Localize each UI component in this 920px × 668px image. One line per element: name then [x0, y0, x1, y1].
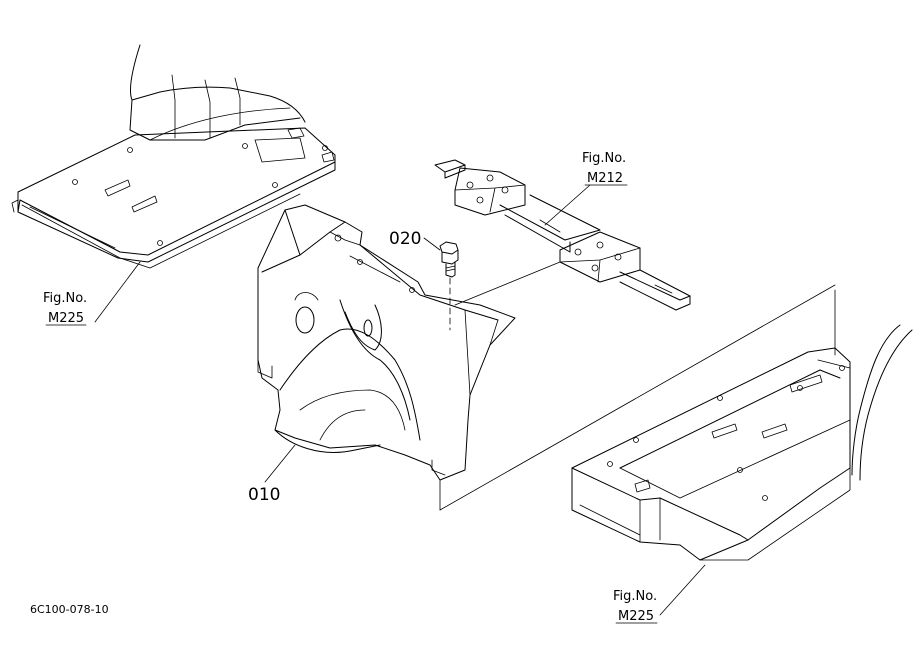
bracket-assembly: [434, 159, 691, 311]
leader-line-m225-right: [659, 564, 706, 616]
part-number-010: 010: [248, 485, 280, 505]
leader-line-m225-left: [94, 261, 141, 323]
leader-line-020: [423, 237, 441, 251]
ref-label-m225-left-line1: Fig.No.: [43, 291, 87, 306]
part-number-020: 020: [389, 229, 421, 249]
ref-label-m225-right-line1: Fig.No.: [613, 589, 657, 604]
leader-line-m212: [544, 184, 591, 226]
cover-panel-010: [257, 204, 516, 481]
floor-assembly-lower-right: [571, 289, 913, 561]
ref-label-m225-left-line2: M225: [48, 311, 84, 326]
ref-label-m212-line2: M212: [587, 171, 623, 186]
ref-label-m225-right-line2: M225: [618, 609, 654, 624]
ref-label-m212-line1: Fig.No.: [582, 151, 626, 166]
bolt-020: [439, 241, 459, 278]
assembly-lines: [439, 261, 836, 511]
floor-assembly-upper-left: [11, 44, 336, 269]
drawing-code: 6C100-078-10: [30, 603, 109, 616]
leader-line-010: [264, 444, 296, 483]
